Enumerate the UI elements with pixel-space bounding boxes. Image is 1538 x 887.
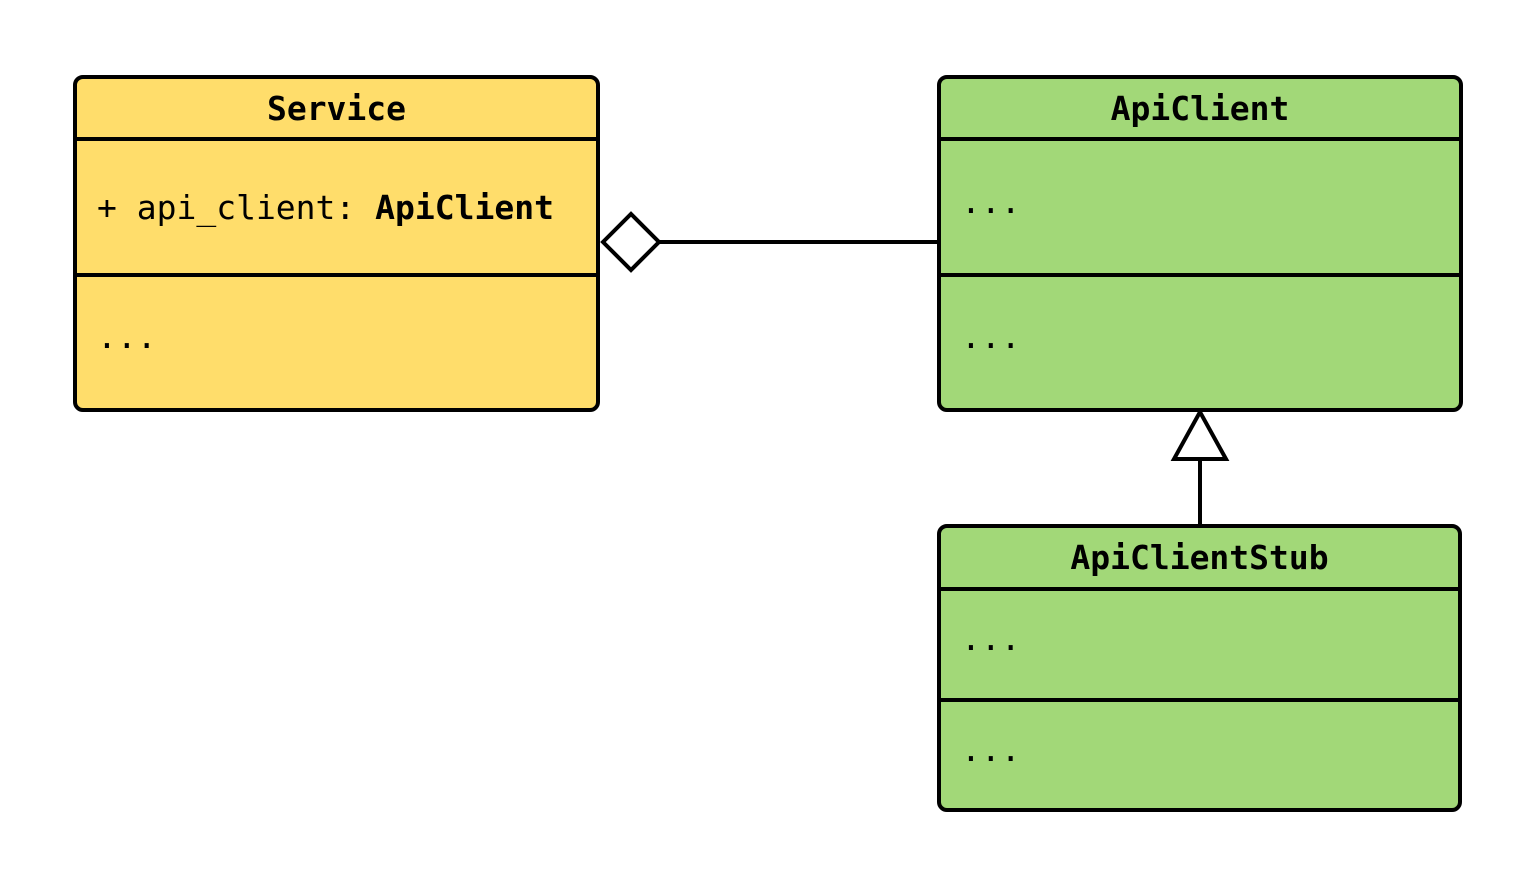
class-title: Service [77,79,596,141]
aggregation-connector [600,211,939,273]
class-box-apiclient: ApiClient ... ... [937,75,1463,412]
attributes-section: + api_client: ApiClient [77,141,596,277]
methods-section: ... [941,277,1459,408]
class-title: ApiClientStub [941,528,1458,591]
attributes-placeholder: ... [961,619,1021,658]
inheritance-triangle [1170,407,1230,461]
attributes-section: ... [941,141,1459,277]
methods-placeholder: ... [961,317,1021,356]
inheritance-connector [1170,407,1230,526]
methods-placeholder: ... [961,729,1021,769]
class-box-apiclientstub: ApiClientStub ... ... [937,524,1462,812]
class-title: ApiClient [941,79,1459,141]
methods-section: ... [77,277,596,408]
attributes-placeholder: ... [961,181,1021,221]
methods-placeholder: ... [97,317,157,356]
attribute-type-name: ApiClient [375,187,554,227]
attributes-section: ... [941,591,1458,702]
aggregation-diamond [600,211,662,273]
attribute-api-client: + api_client: ApiClient [97,188,554,227]
methods-section: ... [941,702,1458,808]
attribute-visibility-and-name: + api_client: [97,187,376,227]
class-box-service: Service + api_client: ApiClient ... [73,75,600,412]
